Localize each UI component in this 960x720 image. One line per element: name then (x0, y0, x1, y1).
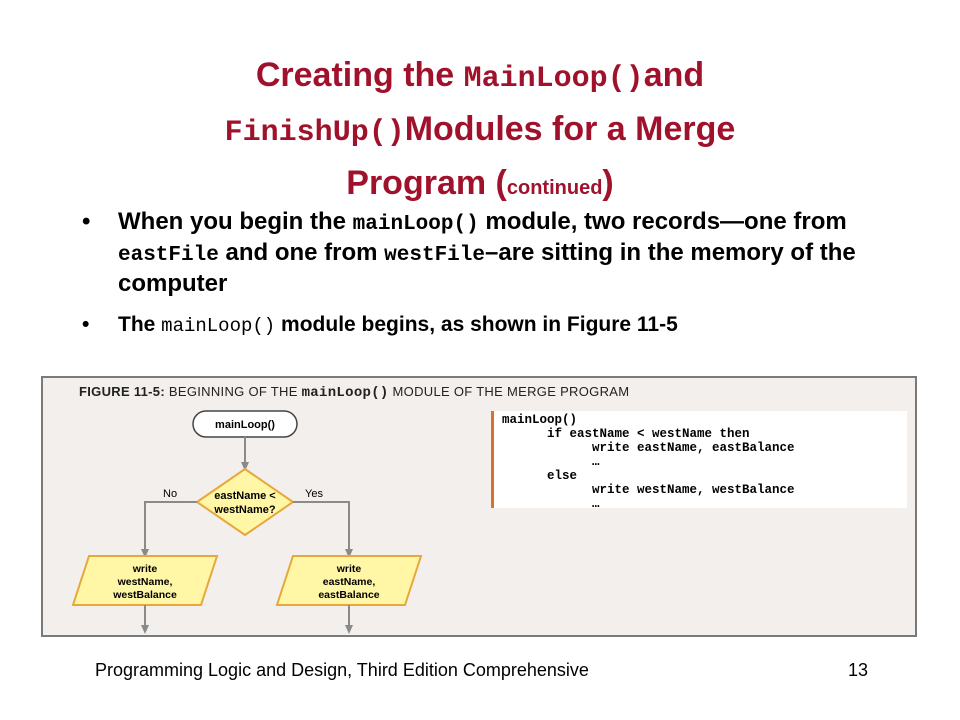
flow-arrow-no (141, 501, 197, 558)
figure-caption-code: mainLoop() (301, 385, 389, 401)
bullet-item-records: When you begin the mainLoop() module, tw… (82, 208, 862, 298)
title-code-mainloop: MainLoop() (463, 62, 644, 96)
bullet-code: westFile (384, 244, 485, 267)
pseudocode-line: if eastName < westName then (502, 427, 750, 441)
pseudocode-line: … (502, 497, 600, 511)
title-text-4: Program ( (346, 164, 507, 202)
io-write-east (275, 555, 423, 606)
title-close-paren: ) (602, 164, 614, 202)
decision-diamond (195, 467, 295, 537)
decision-label-line1: eastName < (214, 490, 275, 502)
page-number: 13 (848, 660, 869, 680)
io-west-line1: write (132, 563, 158, 575)
flowchart: mainLoop() eastName < westName? No Yes w… (71, 410, 423, 634)
bullet-text: When you begin the (118, 208, 353, 235)
bullet-code: mainLoop() (352, 213, 479, 236)
pseudocode-panel: mainLoop() if eastName < westName then w… (491, 411, 907, 511)
bullet-text: module begins, as shown in Figure 11-5 (275, 313, 678, 336)
slide-title: Creating the MainLoop()and FinishUp()Mod… (80, 50, 880, 213)
io-east-line1: write (336, 563, 362, 575)
figure-caption-label: FIGURE 11-5: (79, 384, 165, 399)
io-east-line3: eastBalance (318, 589, 379, 601)
title-code-finishup: FinishUp() (224, 116, 405, 150)
figure-caption-text: BEGINNING OF THE (168, 384, 302, 399)
pseudocode-line: else (502, 469, 578, 483)
bullet-item-figure: The mainLoop() module begins, as shown i… (82, 312, 862, 339)
title-text-3: Modules for a Merge (404, 110, 736, 148)
bullet-code: mainLoop() (161, 315, 276, 337)
io-west-line3: westBalance (112, 589, 177, 601)
io-east-line2: eastName, (323, 576, 376, 588)
decision-label-line2: westName? (213, 504, 275, 516)
flow-arrow-yes (293, 501, 353, 558)
io-west-line2: westName, (117, 576, 173, 588)
bullet-text: and one from (218, 239, 385, 266)
pseudocode-line: write eastName, eastBalance (502, 441, 795, 455)
slide-footer: Programming Logic and Design, Third Edit… (95, 660, 589, 680)
figure-caption-text: MODULE OF THE MERGE PROGRAM (388, 384, 630, 399)
pseudocode-line: write westName, westBalance (502, 483, 795, 497)
pseudocode-line: mainLoop() (502, 413, 578, 427)
bullet-code: eastFile (118, 244, 219, 267)
start-terminator-label: mainLoop() (215, 419, 275, 431)
yes-label: Yes (305, 488, 323, 500)
pseudocode-line: … (502, 455, 600, 469)
title-continued: continued (506, 177, 603, 199)
title-text-2: and (643, 56, 705, 94)
bullet-text: module, two records—one from (478, 208, 847, 235)
figure-panel: FIGURE 11-5: BEGINNING OF THE mainLoop()… (41, 376, 917, 637)
bullet-text: The (118, 313, 162, 336)
io-write-west (71, 555, 219, 606)
figure-caption: FIGURE 11-5: BEGINNING OF THE mainLoop()… (79, 384, 629, 401)
bullet-list: When you begin the mainLoop() module, tw… (82, 208, 862, 339)
no-label: No (163, 488, 177, 500)
bullet-text: –are sitting in the memory of the comput… (118, 239, 856, 297)
title-text-1: Creating the (255, 56, 464, 94)
